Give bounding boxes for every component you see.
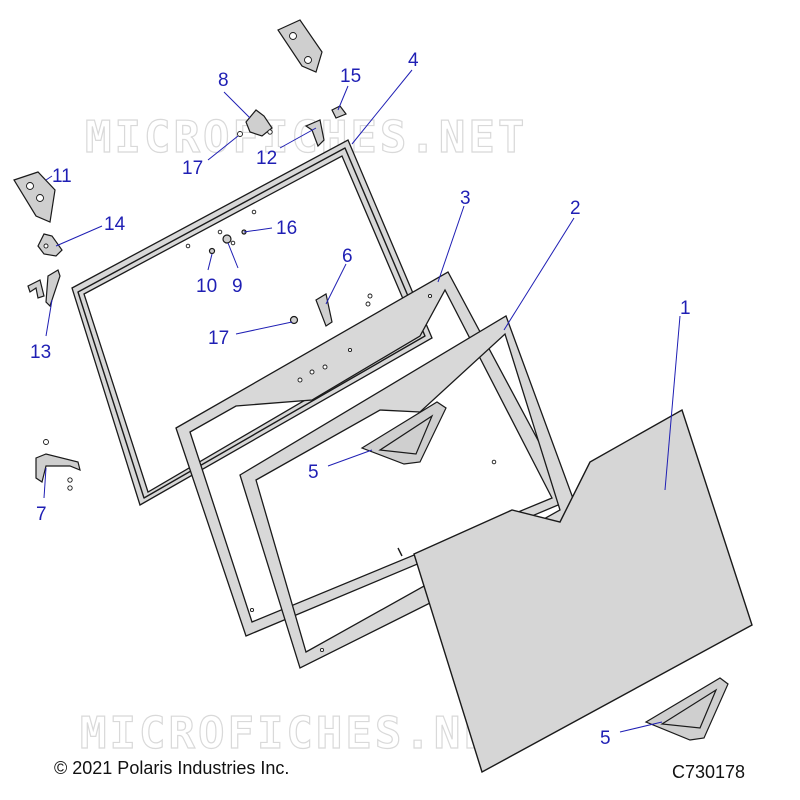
callout-17-upper: 17 — [182, 158, 203, 179]
part-1-glass-panel — [413, 408, 753, 774]
watermark-bottom: MICROFICHES.NET — [80, 708, 522, 759]
part-17-nut — [289, 315, 299, 325]
callout-4: 4 — [408, 50, 419, 71]
callout-11: 11 — [52, 166, 72, 187]
callout-9: 9 — [232, 276, 243, 297]
leader-lines — [43, 69, 681, 733]
part-10-screw — [208, 247, 216, 255]
callout-3: 3 — [460, 188, 471, 209]
callout-12: 12 — [256, 148, 277, 169]
part-11-mirror-bracket-top — [277, 19, 323, 73]
part-7-bracket — [35, 439, 81, 491]
callout-15: 15 — [340, 66, 361, 87]
callout-16: 16 — [276, 218, 297, 239]
callout-10: 10 — [196, 276, 217, 297]
callout-17-lower: 17 — [208, 328, 229, 349]
part-13-clips — [27, 269, 61, 308]
watermark-top: MICROFICHES.NET — [85, 112, 527, 163]
part-15-clip — [331, 105, 347, 119]
callout-14: 14 — [104, 214, 126, 235]
callout-2: 2 — [570, 198, 581, 219]
callout-5-lower: 5 — [600, 728, 611, 749]
callout-6: 6 — [342, 246, 353, 267]
callout-1: 1 — [680, 298, 691, 319]
part-5-vent-bezel-upper — [360, 401, 447, 465]
callout-5-upper: 5 — [308, 462, 319, 483]
part-9-grommet — [222, 234, 232, 244]
part-12-bracket — [304, 119, 325, 148]
part-11-mirror-bracket — [13, 171, 56, 223]
part-6-bracket — [315, 293, 373, 327]
callout-8: 8 — [218, 70, 229, 91]
part-5-vent-bezel-lower — [644, 677, 729, 741]
copyright-text: © 2021 Polaris Industries Inc. — [54, 758, 289, 778]
callout-13: 13 — [30, 342, 51, 363]
callout-7: 7 — [36, 504, 47, 525]
part-8-latch — [237, 109, 273, 137]
part-14-hinge — [37, 233, 63, 257]
diagram-code: C730178 — [672, 762, 745, 782]
